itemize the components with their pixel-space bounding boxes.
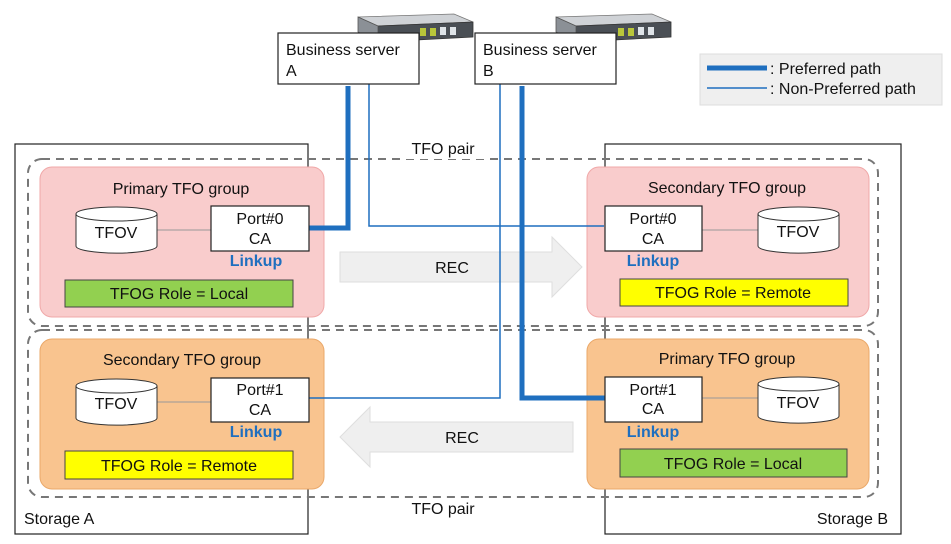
group-title: Primary TFO group (659, 351, 796, 368)
port-label: Port#0 (629, 211, 676, 228)
role-box (619, 448, 848, 478)
role-label: TFOG Role = Remote (101, 458, 257, 475)
group-b-bottom: Primary TFO group Port#1 CA Linkup TFOV … (604, 351, 848, 478)
volume-label: TFOV (777, 395, 820, 412)
legend: : Preferred path : Non-Preferred path (699, 53, 943, 106)
role-label: TFOG Role = Local (110, 286, 248, 303)
volume-label: TFOV (95, 396, 138, 413)
volume-label: TFOV (777, 224, 820, 241)
server-b-line1: Business server (483, 42, 597, 59)
server-b-line2: B (483, 63, 494, 80)
group-title: Primary TFO group (113, 181, 250, 198)
server-a-line2: A (286, 63, 297, 80)
legend-preferred-label: : Preferred path (770, 61, 881, 78)
port-label: Port#0 (236, 211, 283, 228)
tfo-pair-bottom-box (27, 329, 879, 498)
rec-top-label: REC (435, 260, 469, 277)
linkup-label: Linkup (230, 424, 283, 441)
server-b: Business server B (474, 32, 617, 85)
port-box (604, 376, 703, 423)
linkup-label: Linkup (627, 253, 680, 270)
tfo-pair-top-label-bg (400, 139, 486, 159)
preferred-path-b (519, 86, 605, 401)
rec-arrow-left (339, 405, 574, 469)
volume-icon (75, 378, 158, 426)
group-b-top: Secondary TFO group Port#0 CA Linkup TFO… (604, 180, 849, 307)
linkup-label: Linkup (230, 253, 283, 270)
ca-label: CA (249, 231, 272, 248)
tfo-pair-bottom-label: TFO pair (411, 501, 475, 518)
role-label: TFOG Role = Remote (655, 285, 811, 302)
storage-b-label: Storage B (817, 511, 888, 528)
port-box (604, 205, 703, 252)
ca-label: CA (642, 401, 665, 418)
tfo-pair-top-label: TFO pair (411, 141, 475, 158)
linkup-label: Linkup (627, 424, 680, 441)
role-label: TFOG Role = Local (664, 456, 802, 473)
ca-label: CA (249, 402, 272, 419)
non-preferred-path-b (309, 84, 501, 399)
port-label: Port#1 (629, 382, 676, 399)
volume-icon (757, 206, 840, 254)
group-a-bottom: Secondary TFO group TFOV Port#1 CA Linku… (64, 352, 310, 480)
role-box (64, 279, 294, 308)
port-box (210, 377, 310, 423)
server-a-line1: Business server (286, 42, 400, 59)
storage-a-label: Storage A (24, 511, 95, 528)
group-title: Secondary TFO group (103, 352, 261, 369)
role-box (64, 450, 294, 480)
tfo-pair-bottom-label-bg (400, 498, 486, 518)
volume-label: TFOV (95, 225, 138, 242)
group-a-top: Primary TFO group TFOV Port#0 CA Linkup … (64, 181, 310, 308)
volume-icon (75, 206, 158, 254)
rec-bottom-label: REC (445, 430, 479, 447)
preferred-path-a (309, 86, 351, 231)
non-preferred-path-a (368, 84, 604, 227)
port-label: Port#1 (236, 382, 283, 399)
role-box (619, 278, 849, 307)
legend-non-preferred-label: : Non-Preferred path (770, 81, 916, 98)
server-a: Business server A (277, 32, 420, 85)
port-box (210, 205, 310, 252)
group-title: Secondary TFO group (648, 180, 806, 197)
volume-icon (757, 376, 840, 424)
ca-label: CA (642, 231, 665, 248)
